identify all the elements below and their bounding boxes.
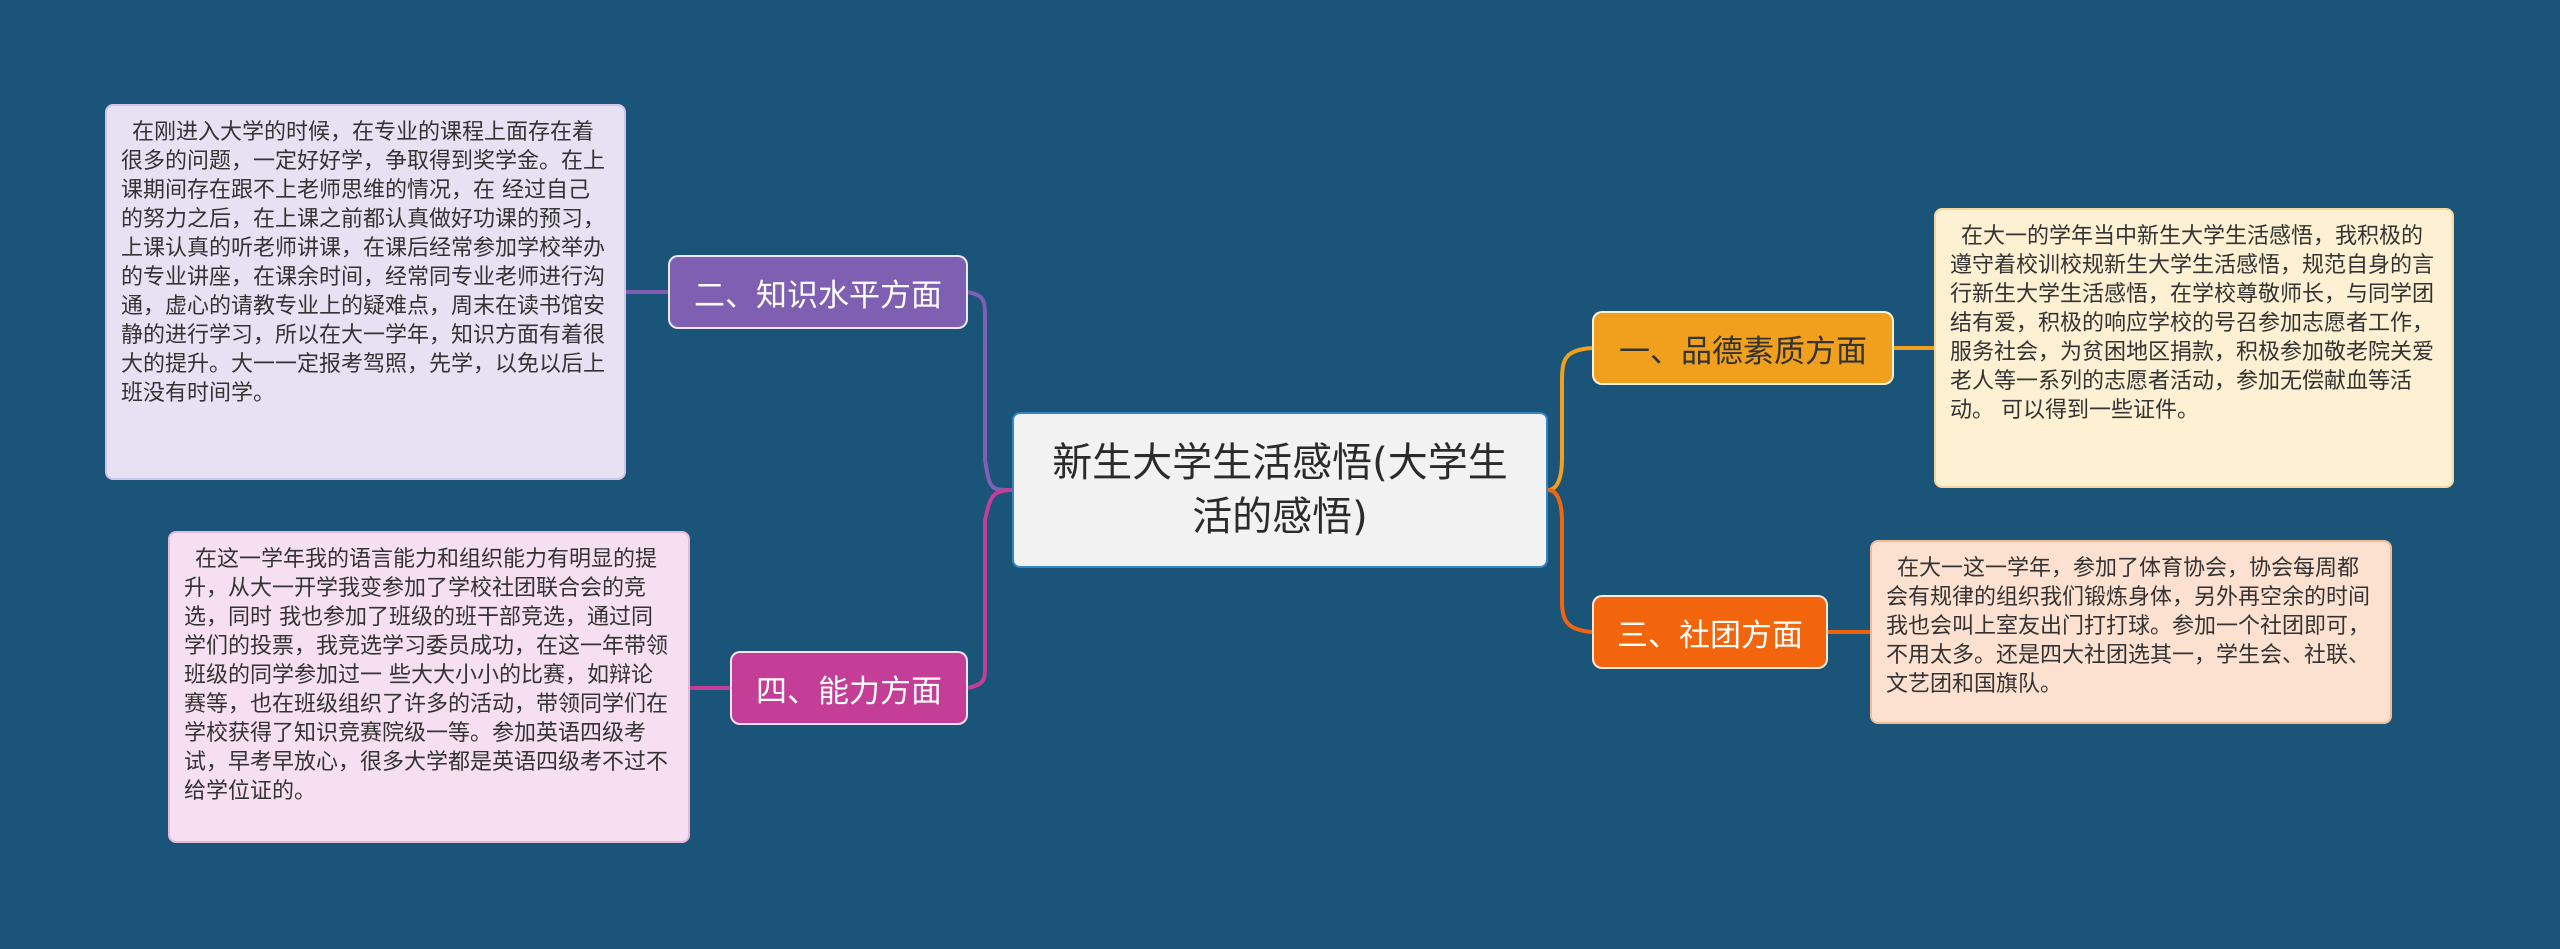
detail-text: 在大一这一学年，参加了体育协会，协会每周都会有规律的组织我们锻炼身体，另外再空余…: [1886, 556, 2371, 697]
detail-moral-quality: 在大一的学年当中新生大学生活感悟，我积极的遵守着校训校规新生大学生活感悟，规范自…: [1934, 208, 2454, 488]
detail-club-activities: 在大一这一学年，参加了体育协会，协会每周都会有规律的组织我们锻炼身体，另外再空余…: [1870, 540, 2392, 724]
root-topic[interactable]: 新生大学生活感悟(大学生活的感悟): [1012, 412, 1548, 568]
detail-text: 在大一的学年当中新生大学生活感悟，我积极的遵守着校训校规新生大学生活感悟，规范自…: [1950, 224, 2435, 423]
connector-root-b4: [967, 488, 1013, 690]
connector-root-b1: [1547, 346, 1593, 492]
branch-label: 一、品德素质方面: [1619, 333, 1867, 370]
detail-text: 在这一学年我的语言能力和组织能力有明显的提升，从大一开学我变参加了学校社团联合会…: [184, 547, 669, 804]
connector-root-b2: [967, 290, 1013, 492]
branch-abilities[interactable]: 四、能力方面: [730, 651, 968, 725]
branch-knowledge-level[interactable]: 二、知识水平方面: [668, 255, 968, 329]
branch-moral-quality[interactable]: 一、品德素质方面: [1592, 311, 1894, 385]
detail-text: 在刚进入大学的时候，在专业的课程上面存在着很多的问题，一定好好学，争取得到奖学金…: [121, 120, 606, 406]
connector-root-b3: [1547, 488, 1593, 634]
detail-abilities: 在这一学年我的语言能力和组织能力有明显的提升，从大一开学我变参加了学校社团联合会…: [168, 531, 690, 843]
branch-club-activities[interactable]: 三、社团方面: [1592, 595, 1828, 669]
branch-label: 四、能力方面: [756, 673, 942, 710]
branch-label: 二、知识水平方面: [694, 277, 942, 314]
detail-knowledge-level: 在刚进入大学的时候，在专业的课程上面存在着很多的问题，一定好好学，争取得到奖学金…: [105, 104, 626, 480]
root-title: 新生大学生活感悟(大学生活的感悟): [1052, 440, 1508, 540]
branch-label: 三、社团方面: [1617, 617, 1803, 654]
